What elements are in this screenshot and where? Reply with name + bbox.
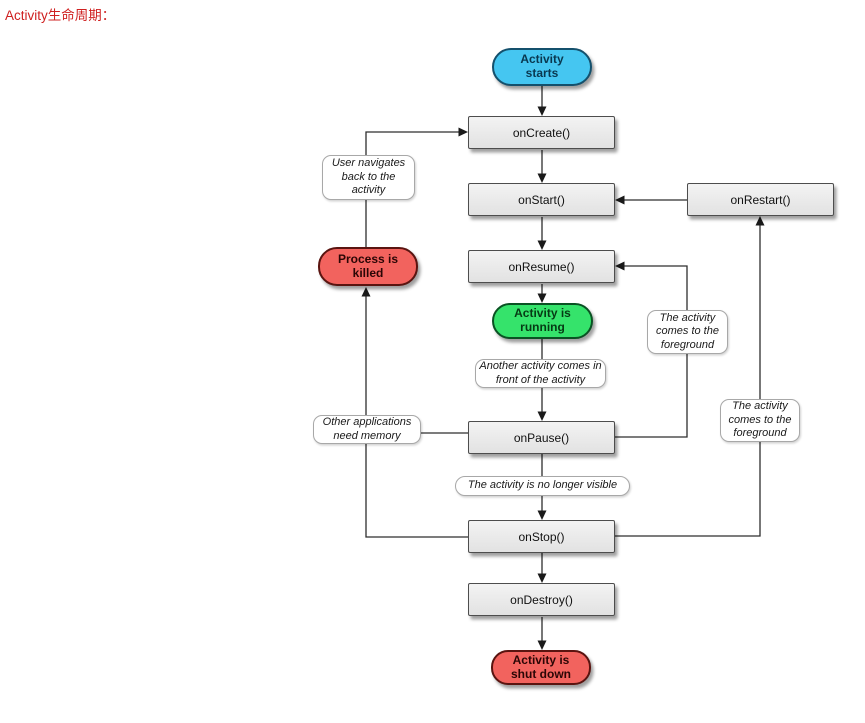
node-onstop: onStop() <box>468 520 615 553</box>
node-label: Activity starts <box>520 52 564 80</box>
node-label: onRestart() <box>730 192 791 207</box>
note-text: Other applications need memory <box>322 416 412 442</box>
note-activity-foreground-upper: The activity comes to the foreground <box>647 310 728 354</box>
note-text: User navigates back to the activity <box>331 157 406 197</box>
node-onresume: onResume() <box>468 250 615 283</box>
node-onstart: onStart() <box>468 183 615 216</box>
page-title: Activity生命周期： <box>5 8 116 23</box>
node-label: onStop() <box>518 529 565 544</box>
node-label: onPause() <box>513 430 570 445</box>
node-label: onResume() <box>508 259 575 274</box>
node-activity-shut-down: Activity is shut down <box>491 650 591 685</box>
node-label: onStart() <box>518 192 565 207</box>
note-other-apps-need-memory: Other applications need memory <box>313 415 421 444</box>
node-oncreate: onCreate() <box>468 116 615 149</box>
node-ondestroy: onDestroy() <box>468 583 615 616</box>
note-text: The activity is no longer visible <box>467 479 618 492</box>
node-activity-running: Activity is running <box>492 303 593 339</box>
node-label: onDestroy() <box>510 592 573 607</box>
node-label: Process is killed <box>337 251 399 280</box>
note-text: Another activity comes in front of the a… <box>479 360 602 386</box>
note-another-activity-in-front: Another activity comes in front of the a… <box>475 359 606 388</box>
note-user-navigates-back: User navigates back to the activity <box>322 155 415 200</box>
note-activity-foreground-lower: The activity comes to the foreground <box>720 399 800 442</box>
node-activity-starts: Activity starts <box>492 48 592 86</box>
note-no-longer-visible: The activity is no longer visible <box>455 476 630 496</box>
node-onpause: onPause() <box>468 421 615 454</box>
arrowheads <box>361 106 765 650</box>
node-label: Activity is shut down <box>511 652 571 681</box>
note-text: The activity comes to the foreground <box>656 311 719 351</box>
node-label: Activity is running <box>514 306 571 334</box>
node-label: onCreate() <box>512 125 571 140</box>
note-text: The activity comes to the foreground <box>728 400 792 440</box>
node-onrestart: onRestart() <box>687 183 834 216</box>
node-process-killed: Process is killed <box>318 247 418 286</box>
